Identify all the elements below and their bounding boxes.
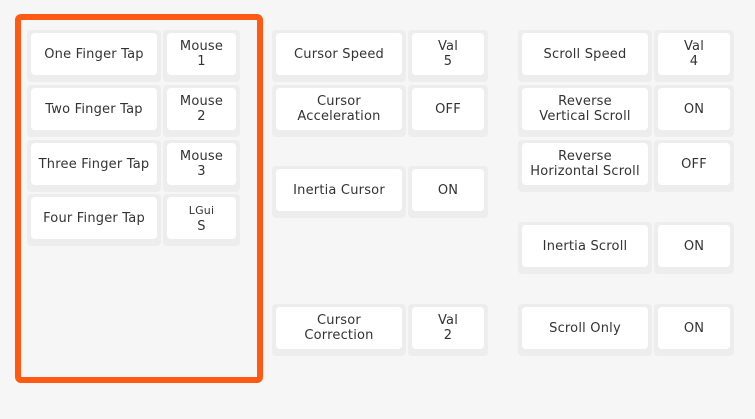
- key-label: Scroll Speed: [543, 46, 627, 62]
- three-finger-tap-key[interactable]: Three Finger Tap: [27, 140, 161, 192]
- key-label: Cursor: [317, 94, 361, 109]
- key-label: Three Finger Tap: [38, 156, 150, 172]
- key-label: 2: [443, 328, 453, 343]
- inertia-scroll-value-key[interactable]: ON: [654, 222, 734, 274]
- key-label: ON: [683, 238, 705, 254]
- key-label: Scroll Only: [549, 320, 621, 336]
- key-label: Val: [683, 39, 705, 54]
- inertia-cursor-value-key[interactable]: ON: [408, 166, 488, 218]
- reverse-horizontal-scroll-value-key[interactable]: OFF: [654, 140, 734, 192]
- key-label: Correction: [304, 328, 374, 343]
- key-label: 5: [443, 54, 453, 69]
- key-label: Val: [437, 313, 459, 328]
- key-label: ON: [683, 320, 705, 336]
- key-label: 1: [197, 54, 206, 69]
- scroll-only-key[interactable]: Scroll Only: [518, 304, 652, 356]
- key-label: Horizontal Scroll: [530, 164, 640, 179]
- key-label: Acceleration: [297, 109, 381, 124]
- key-label: OFF: [435, 101, 461, 117]
- key-label: Two Finger Tap: [45, 101, 143, 117]
- key-label: One Finger Tap: [44, 46, 144, 62]
- key-label: 3: [197, 164, 206, 179]
- key-label: Reverse: [558, 149, 612, 164]
- key-label: ON: [683, 101, 705, 117]
- key-label: Mouse: [179, 94, 224, 109]
- key-label: Val: [437, 39, 459, 54]
- scroll-speed-key[interactable]: Scroll Speed: [518, 30, 652, 82]
- reverse-vertical-scroll-value-key[interactable]: ON: [654, 85, 734, 137]
- key-label: Mouse: [179, 39, 224, 54]
- key-label: 4: [689, 54, 699, 69]
- scroll-only-value-key[interactable]: ON: [654, 304, 734, 356]
- key-label: Vertical Scroll: [539, 109, 631, 124]
- key-label: ON: [437, 182, 459, 198]
- inertia-cursor-key[interactable]: Inertia Cursor: [272, 166, 406, 218]
- key-label: Mouse: [179, 149, 224, 164]
- key-label: S: [197, 218, 206, 234]
- key-label: LGui: [188, 203, 215, 217]
- four-finger-tap-key[interactable]: Four Finger Tap: [27, 194, 161, 246]
- key-label: Reverse: [558, 94, 612, 109]
- two-finger-tap-key[interactable]: Two Finger Tap: [27, 85, 161, 137]
- key-label: Cursor: [317, 313, 361, 328]
- key-label: Four Finger Tap: [43, 210, 145, 226]
- one-finger-tap-key[interactable]: One Finger Tap: [27, 30, 161, 82]
- key-label: OFF: [681, 156, 707, 172]
- key-label: Inertia Scroll: [542, 238, 628, 254]
- key-label: Cursor Speed: [293, 46, 385, 62]
- cursor-speed-key[interactable]: Cursor Speed: [272, 30, 406, 82]
- inertia-scroll-key[interactable]: Inertia Scroll: [518, 222, 652, 274]
- selection-highlight: [15, 14, 263, 383]
- cursor-acceleration-value-key[interactable]: OFF: [408, 85, 488, 137]
- key-label: Inertia Cursor: [293, 182, 385, 198]
- key-label: 2: [197, 109, 206, 124]
